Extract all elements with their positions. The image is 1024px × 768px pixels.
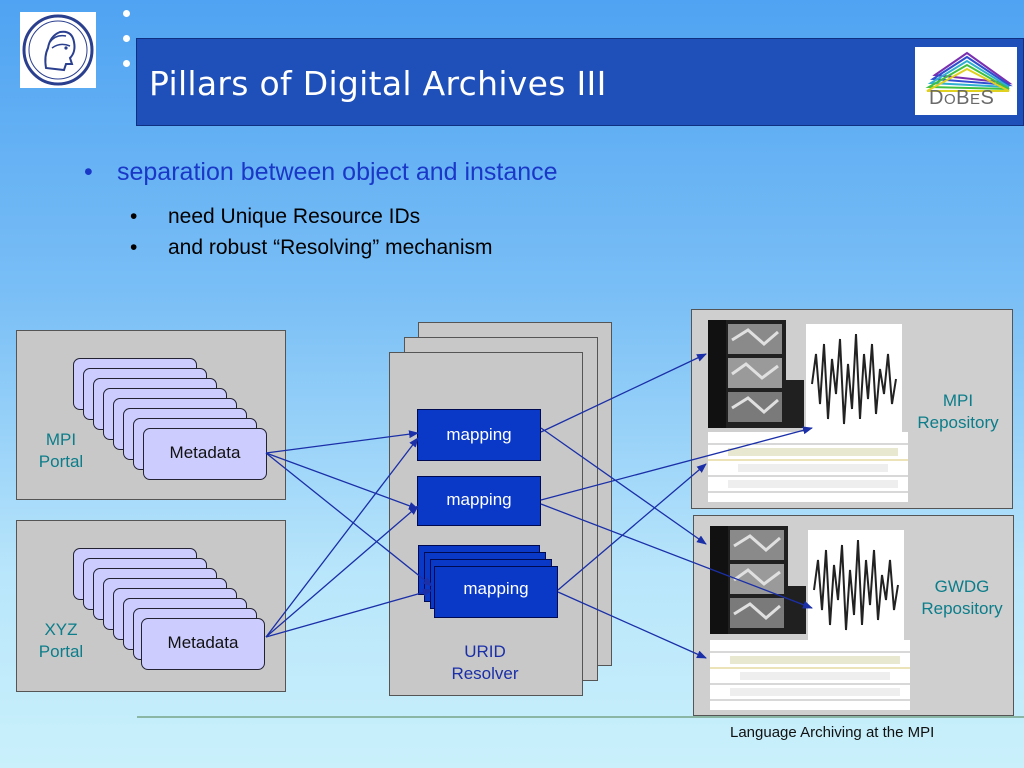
arrow-portal-to-mapping [265,505,419,638]
metadata-card-label: Metadata [167,633,239,652]
sub-bullet-text: and robust “Resolving” mechanism [168,236,493,259]
decor-dot [123,10,130,17]
arrow-mapping-to-repository [540,426,813,501]
arrow-portal-to-mapping [265,437,419,638]
mpi-portal-panel: Metadata MPI Portal [16,330,286,500]
max-planck-logo [20,12,96,88]
bullet-glyph: • [84,158,93,186]
title-bar: Pillars of Digital Archives III DOBES [136,38,1024,126]
arrow-portal-to-mapping [265,452,419,510]
resolver-label: URID Resolver [451,642,519,683]
footer-text: Language Archiving at the MPI [730,724,935,741]
xyz-portal-label: XYZ Portal [38,620,84,661]
bullet-glyph: • [130,205,138,228]
arrow-mapping-to-repository [557,591,707,659]
spectrogram-thumbnail [808,530,904,650]
dobes-icon [925,51,1013,92]
mapping-box[interactable]: mapping [434,566,558,618]
mpi-portal-label: MPI Portal [38,430,84,471]
arrow-portal-to-mapping [265,430,419,454]
arrow-portal-to-mapping [265,452,433,587]
video-still-thumbnail [708,320,804,428]
arrow-portal-to-mapping [265,588,433,638]
mapping-box[interactable]: mapping [417,409,541,461]
minerva-head-icon [22,14,94,86]
mpi-repository-label: MPI Repository [917,391,999,432]
arrow-mapping-to-repository [557,463,707,591]
arrow-mapping-to-repository [540,353,707,433]
arrow-mapping-to-repository [540,427,707,545]
metadata-card[interactable]: Metadata [143,428,267,480]
arrow-mapping-to-repository [540,503,813,609]
sub-bullet-text: need Unique Resource IDs [168,205,421,228]
decor-dot [123,35,130,42]
mapping-box[interactable]: mapping [417,476,541,526]
xyz-portal-panel: Metadata XYZ Portal [16,520,286,692]
gwdg-repository-panel: GWDG Repository [693,515,1014,716]
gwdg-repository-label: GWDG Repository [921,577,1003,618]
dobes-logo: DOBES [915,47,1017,115]
bullet-glyph: • [130,236,138,259]
annotation-tiers-thumbnail [708,432,908,502]
mpi-repository-panel: MPI Repository [691,309,1013,509]
main-bullet-text: separation between object and instance [117,158,558,186]
decor-dot [123,60,130,67]
metadata-card-label: Metadata [169,443,241,462]
spectrogram-thumbnail [806,324,902,444]
annotation-tiers-thumbnail [710,640,910,710]
dobes-logo-text: DOBES [929,87,995,109]
page-title: Pillars of Digital Archives III [149,64,607,103]
footer-divider [137,716,1024,718]
video-still-thumbnail [710,526,806,634]
metadata-card[interactable]: Metadata [141,618,265,670]
